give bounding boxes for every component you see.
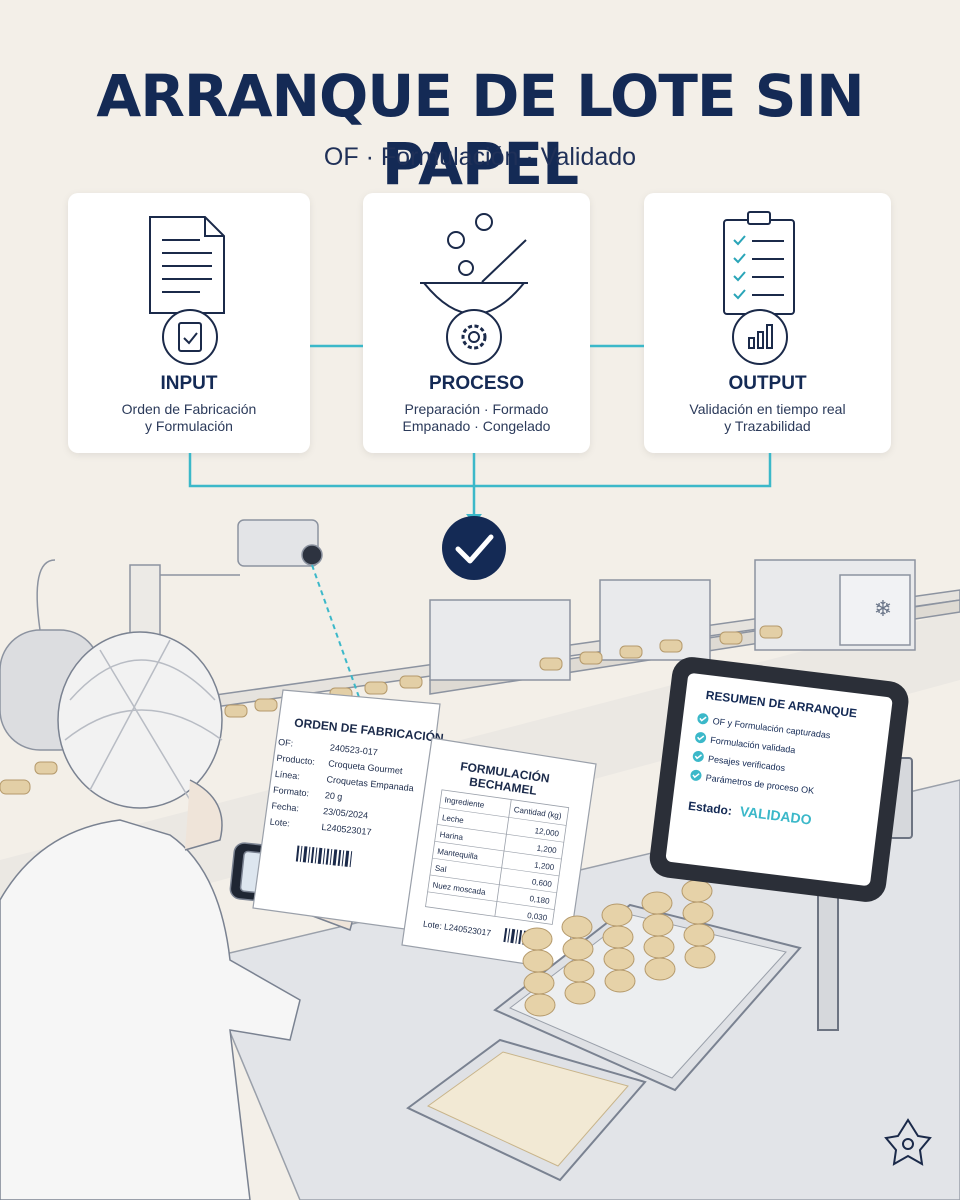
step-description-line: Empanado · Congelado xyxy=(402,418,551,434)
croquette xyxy=(681,879,713,903)
page-subtitle: OF · Formulación · Validado xyxy=(323,143,637,171)
step-description: Preparación · Formado Empanado · Congela… xyxy=(363,401,590,435)
formulation-quantity: 1,200 xyxy=(536,844,558,856)
table-row-divider xyxy=(439,807,567,826)
croquette xyxy=(644,957,676,981)
order-row-label: Producto: xyxy=(276,753,315,767)
validated-check-icon xyxy=(442,516,506,580)
croquette xyxy=(522,949,554,973)
formulation-ingredient: Leche xyxy=(441,813,464,825)
step-description-line: Validación en tiempo real xyxy=(689,401,846,417)
step-description-line: Orden de Fabricación xyxy=(121,401,257,417)
order-row-value: 20 g xyxy=(324,790,342,802)
mixing-bowl-icon xyxy=(420,213,528,315)
order-row-label: Lote: xyxy=(269,816,290,828)
step-card-proceso: PROCESO Preparación · Formado Empanado ·… xyxy=(363,193,590,453)
page-title: ARRANQUE DE LOTE SIN PAPEL xyxy=(96,62,864,198)
step-description-line: y Formulación xyxy=(145,418,233,434)
clipboard-checklist-icon xyxy=(723,211,795,315)
croquette xyxy=(642,913,674,937)
croquette xyxy=(604,969,636,993)
step-title: OUTPUT xyxy=(728,373,807,394)
brand-logo-icon xyxy=(884,1118,932,1166)
bar-chart-icon xyxy=(732,309,788,365)
order-sheet: ORDEN DE FABRICACIÓN OF:240523-017Produc… xyxy=(252,689,444,931)
croquette xyxy=(561,915,593,939)
table-row-divider xyxy=(429,874,557,894)
checkmark-icon xyxy=(694,754,702,760)
barcode-icon xyxy=(295,845,353,868)
formulation-quantity: 0,030 xyxy=(527,911,549,923)
svg-text:❄: ❄ xyxy=(874,596,892,621)
croquette xyxy=(562,937,594,961)
croquette xyxy=(563,959,595,983)
croquette xyxy=(524,993,556,1017)
gear-icon xyxy=(446,309,502,365)
croquette xyxy=(521,927,553,951)
order-row-label: Línea: xyxy=(274,769,300,782)
checkmark-icon xyxy=(699,716,707,722)
formulation-quantity: 0,600 xyxy=(531,877,553,889)
croquette xyxy=(682,901,714,925)
formulation-ingredient: Sal xyxy=(434,864,447,875)
croquette xyxy=(683,923,715,947)
table-row-divider xyxy=(437,824,564,843)
croquette xyxy=(564,981,596,1005)
croquette xyxy=(602,925,634,949)
checkmark-icon xyxy=(692,773,700,779)
tablet-status-label: Estado: xyxy=(687,799,732,818)
croquette-tray xyxy=(493,879,802,1092)
step-title: INPUT xyxy=(160,373,218,394)
tablet-device: RESUMEN DE ARRANQUE OF y Formulación cap… xyxy=(649,657,909,902)
order-row-label: Fecha: xyxy=(271,801,299,814)
croquette xyxy=(643,935,675,959)
conveyor-products xyxy=(0,625,783,795)
step-title: PROCESO xyxy=(428,373,525,394)
croquette xyxy=(684,945,716,969)
bechamel-tray xyxy=(406,1038,647,1182)
croquette xyxy=(523,971,555,995)
order-row-value: 240523-017 xyxy=(329,742,378,757)
step-description: Validación en tiempo real y Trazabilidad xyxy=(644,401,891,435)
formulation-quantity: 1,200 xyxy=(534,860,556,872)
step-description: Orden de Fabricación y Formulación xyxy=(68,401,310,435)
order-row-label: Formato: xyxy=(273,785,310,799)
formulation-ingredient: Harina xyxy=(439,830,464,842)
formulation-quantity: 0,180 xyxy=(529,894,551,906)
croquette xyxy=(603,947,635,971)
table-row-divider xyxy=(427,891,555,910)
order-row-value: 23/05/2024 xyxy=(323,806,369,821)
step-description-line: y Trazabilidad xyxy=(724,418,811,434)
croquette xyxy=(601,903,633,927)
table-row-divider xyxy=(432,857,560,877)
flow-connectors xyxy=(188,344,772,520)
document-icon xyxy=(149,216,225,314)
order-row-label: OF: xyxy=(278,737,294,749)
step-description-line: Preparación · Formado xyxy=(404,401,549,417)
table-row-divider xyxy=(434,840,562,860)
clipboard-check-icon xyxy=(162,309,218,365)
checkmark-icon xyxy=(697,735,705,741)
formulation-sheet: FORMULACIÓN BECHAMEL Ingrediente Cantida… xyxy=(401,737,597,971)
croquette xyxy=(641,891,673,915)
formulation-quantity: 12,000 xyxy=(534,826,560,838)
